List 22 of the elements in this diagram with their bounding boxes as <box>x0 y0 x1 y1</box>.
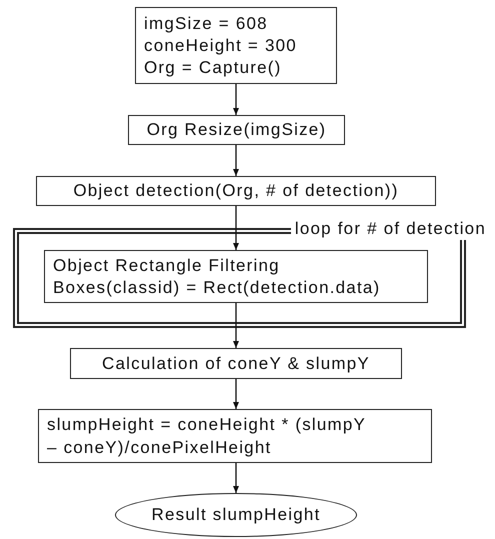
node-text: Result slumpHeight <box>152 504 320 526</box>
process-box <box>128 115 345 145</box>
process-box <box>38 409 432 463</box>
process-box <box>36 176 436 206</box>
node-text: Object Rectangle Filtering <box>53 254 280 276</box>
arrow <box>233 463 239 493</box>
process-box <box>44 250 428 303</box>
process-box <box>70 348 402 379</box>
node-text: Calculation of coneY & slumpY <box>102 352 370 374</box>
node-text: Org = Capture() <box>144 56 282 78</box>
arrow <box>233 303 239 348</box>
node-text: coneHeight = 300 <box>144 34 297 56</box>
formula-text: slumpHeight = coneHeight * (slumpY – coneY)/conePixelHeight <box>47 414 367 459</box>
arrow <box>233 379 239 409</box>
node-text: imgSize = 608 <box>144 12 268 34</box>
node-text: Object detection(Org, # of detection)) <box>73 180 399 202</box>
node-text: Org Resize(imgSize) <box>146 119 326 141</box>
arrow <box>233 145 239 176</box>
process-box <box>135 7 337 84</box>
node-text: Boxes(classid) = Rect(detection.data) <box>53 276 380 298</box>
arrow <box>233 206 239 250</box>
arrow <box>233 84 239 115</box>
